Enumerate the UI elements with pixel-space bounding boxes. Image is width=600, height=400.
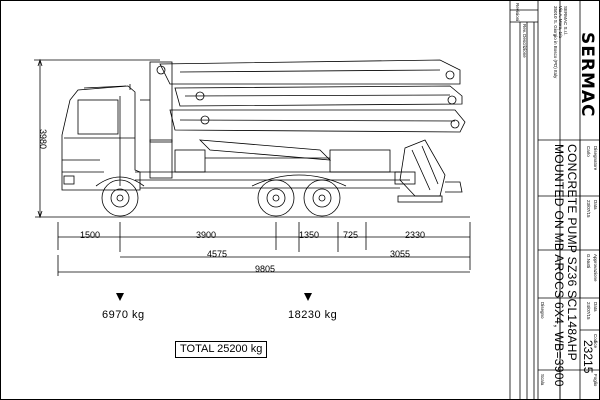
rear-wheel-2 <box>303 179 341 217</box>
dim-rear-overhang: 2330 <box>405 230 426 240</box>
label-data-2: Data <box>593 302 598 312</box>
front-fender <box>95 176 145 187</box>
pump-boom <box>140 59 466 161</box>
label-approvazione: Approvazione <box>593 254 598 282</box>
company-name: SERMAC S.r.l. <box>563 6 568 36</box>
company-address: Via A. Moro, 1/a <box>558 6 563 38</box>
dim-wheelbase: 3900 <box>196 230 217 240</box>
height-dimension <box>34 58 160 219</box>
revisions-header: Revisioni <box>515 3 520 22</box>
label-scala: Scala <box>540 374 545 386</box>
drawing-title-line-2: MOUNTED ON MB AROCS 6X4, WB=3900 <box>552 144 566 387</box>
dim-overall-length: 9805 <box>255 264 276 274</box>
sermac-logo: SERMAC <box>577 32 597 118</box>
height-dimension-label: 3980 <box>38 129 48 150</box>
rear-wheel-1 <box>257 179 295 217</box>
truck-cab <box>61 84 141 191</box>
front-axle-load-arrow <box>116 293 124 301</box>
value-data: 23/07/15 <box>586 200 591 218</box>
dimension-row-1 <box>57 222 471 270</box>
dim-tandem: 1350 <box>299 230 320 240</box>
dim-rear-axle-offset: 725 <box>343 230 359 240</box>
label-data: Data <box>593 200 598 210</box>
dim-front-to-center: 4575 <box>207 249 228 259</box>
dim-front-overhang: 1500 <box>80 230 101 240</box>
label-disegno: Disegno <box>540 302 545 319</box>
label-disegnatore: Disegnatore <box>593 146 598 171</box>
title-block-lines <box>509 0 600 400</box>
front-axle-weight: 6970 kg <box>102 309 145 321</box>
drawing-title-line-1: CONCRETE PUMP SZ36 SCL148AHP <box>565 144 579 361</box>
front-wheel <box>101 179 139 217</box>
company-city: 35010 S. Giorgio in Bosco (PD) Italy <box>553 6 558 79</box>
rear-hopper <box>397 139 463 203</box>
rear-fender <box>251 174 347 187</box>
value-disegnatore: Carlo <box>586 146 591 157</box>
rear-axle-load-arrow <box>304 293 312 301</box>
rear-axle-weight: 18230 kg <box>288 309 338 321</box>
value-approvazione: G.Nutti <box>586 254 591 269</box>
dim-center-to-rear: 3055 <box>390 249 411 259</box>
total-weight-box: TOTAL 25200 kg <box>175 341 268 358</box>
revision-columns: Rev. Descrizione <box>522 24 527 58</box>
label-foglio: Foglio <box>593 374 598 387</box>
drawing-code: 23215 <box>581 340 595 374</box>
value-data-2: 24/07/15 <box>586 302 591 320</box>
truck-chassis <box>135 139 416 189</box>
dimension-row-3 <box>57 255 470 276</box>
